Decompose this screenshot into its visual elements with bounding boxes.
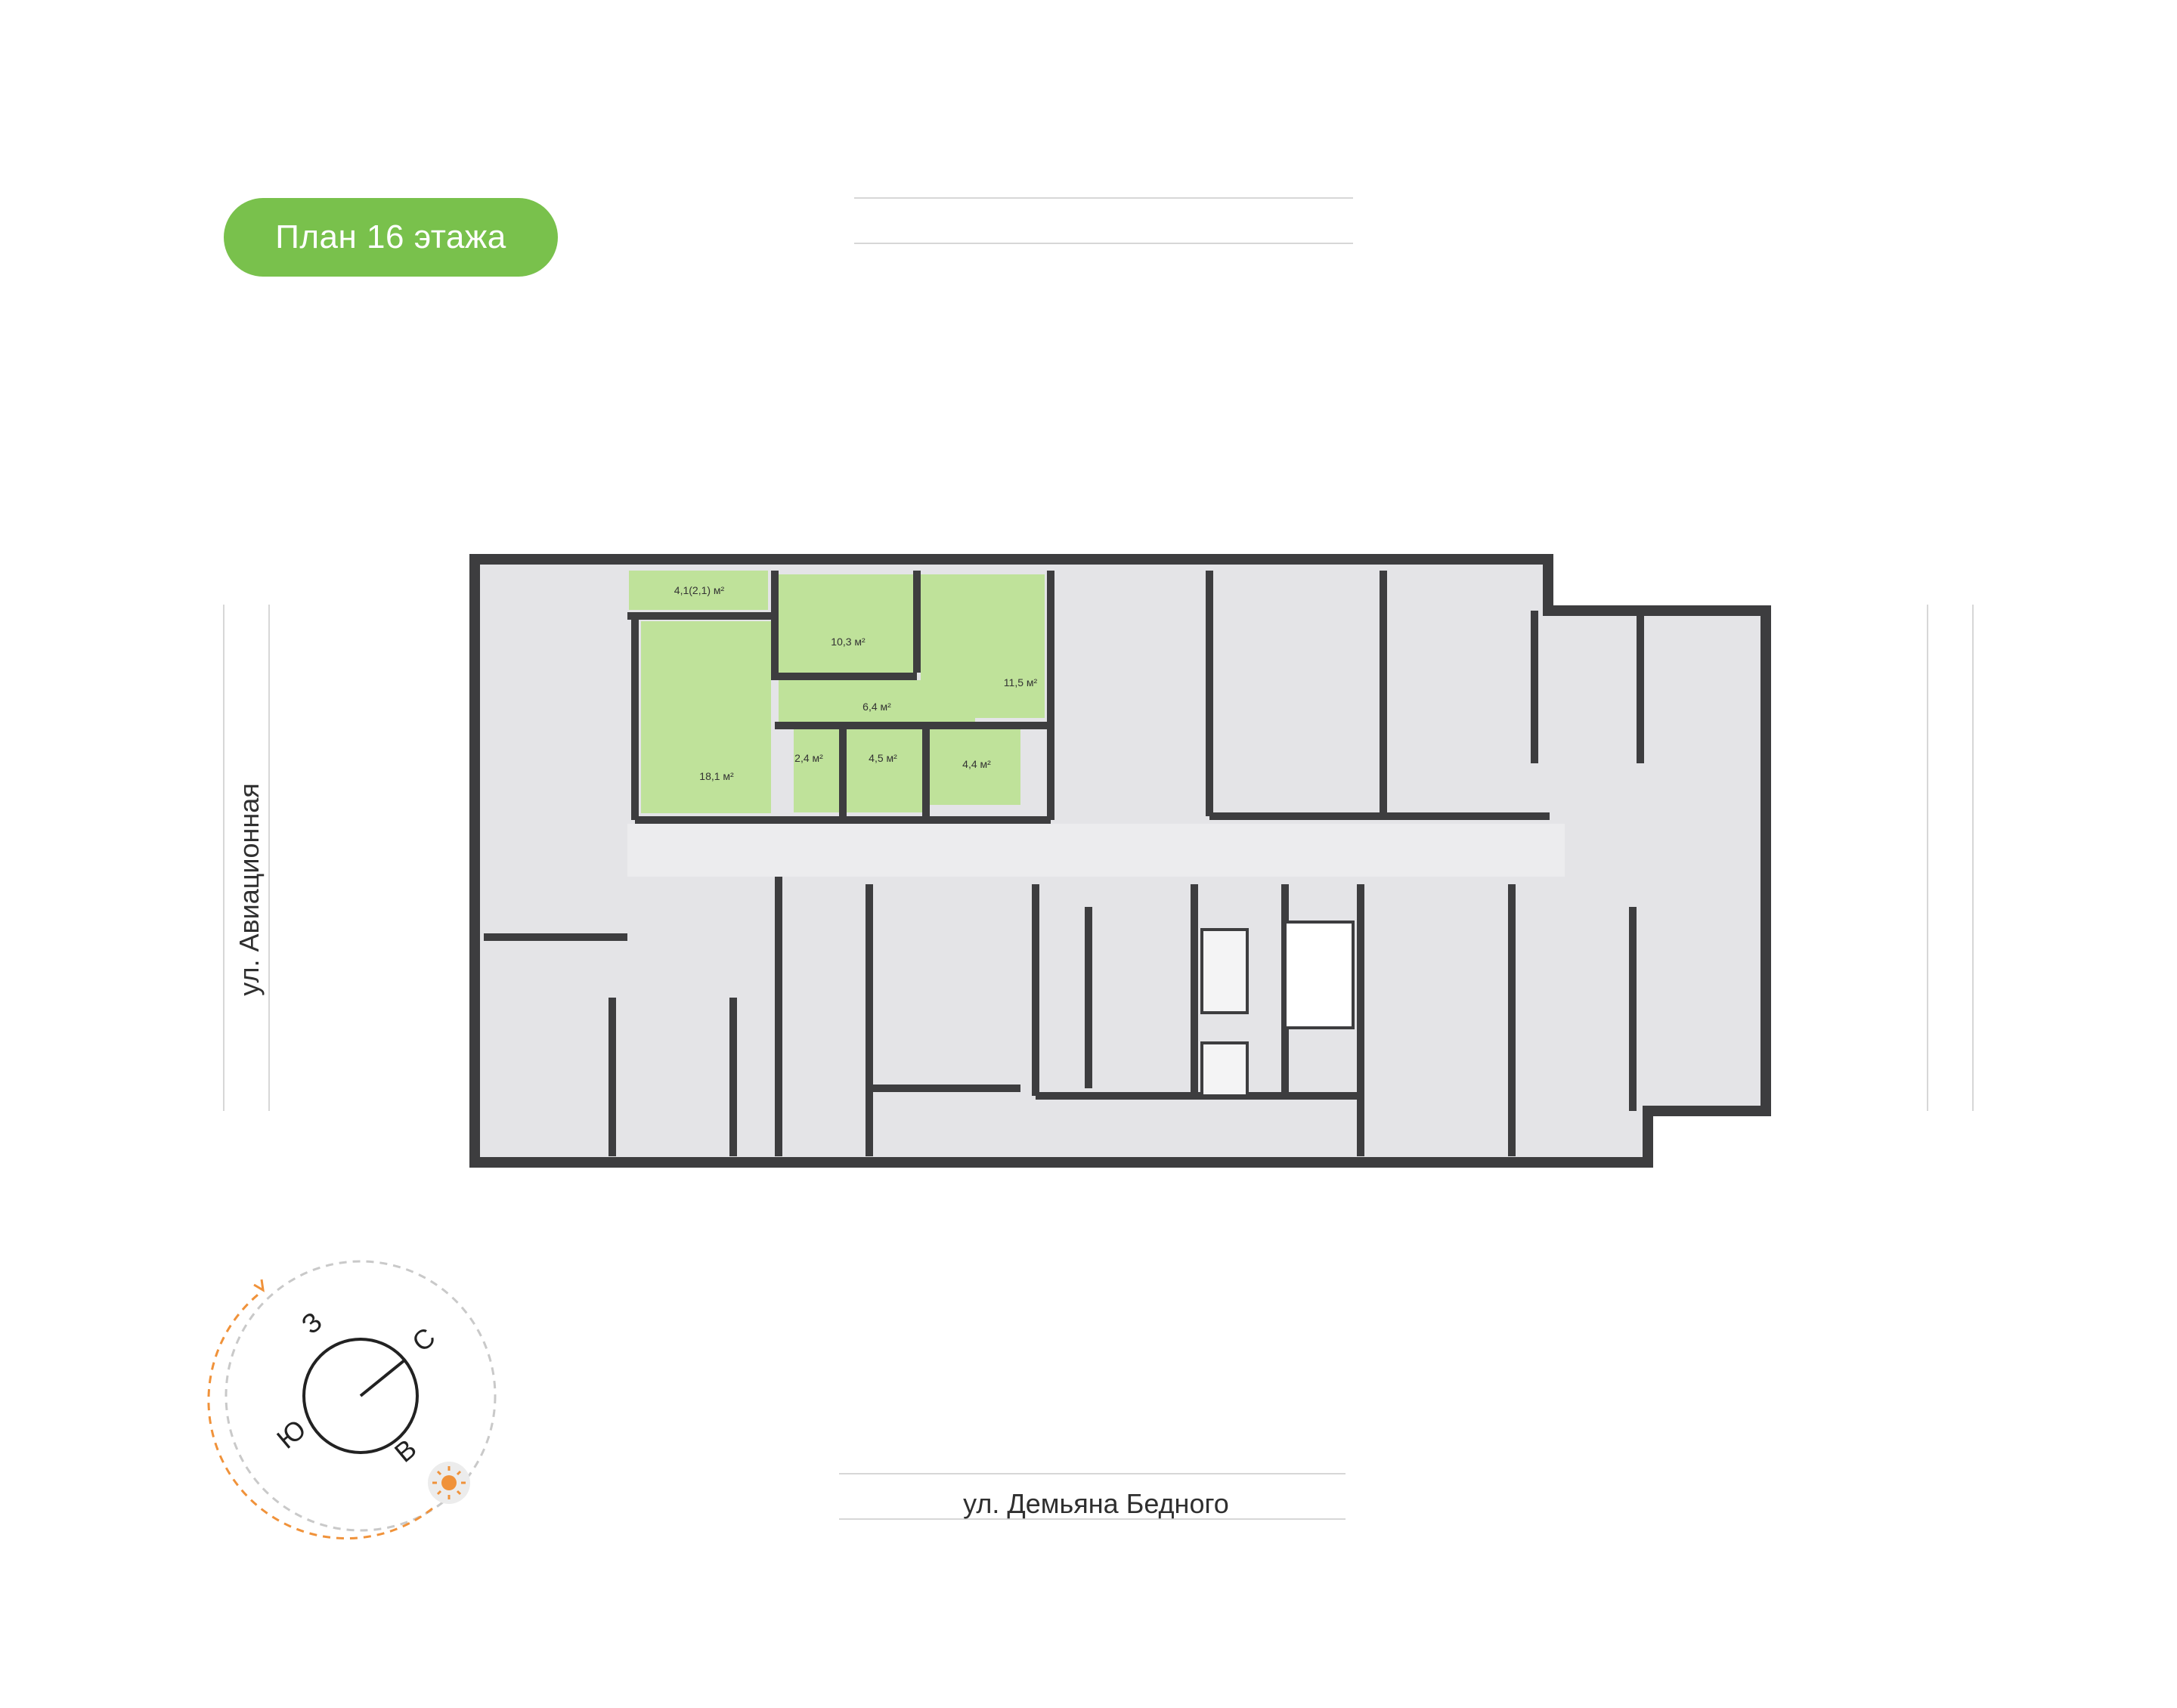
room-corridor: [847, 729, 922, 812]
highlighted-apartment[interactable]: [629, 571, 1045, 813]
sun-icon: [441, 1475, 457, 1490]
street-label-bottom: ул. Демьяна Бедного: [963, 1488, 1229, 1519]
interior-walls: [484, 571, 1644, 1156]
area-label-balcony: 4,1(2,1) м²: [674, 584, 725, 596]
room-bathroom: [930, 729, 1020, 805]
building: [469, 554, 1771, 1168]
compass: С В Ю З: [207, 1260, 497, 1540]
area-label-hall: 6,4 м²: [862, 701, 891, 713]
sun-path-arrow: [253, 1279, 265, 1292]
floor-title-badge: План 16 этажа: [224, 198, 558, 277]
compass-dial: [302, 1338, 419, 1454]
room-balcony: [629, 571, 768, 610]
street-guides: [223, 197, 1974, 1520]
compass-needle: [359, 1359, 406, 1397]
compass-north: С: [406, 1321, 441, 1357]
sun-rays-icon: [432, 1466, 466, 1499]
compass-east: В: [389, 1433, 423, 1468]
area-labels: 4,1(2,1) м² 10,3 м² 11,5 м² 6,4 м² 18,1 …: [674, 584, 1038, 782]
common-corridor: [627, 824, 1565, 877]
street-label-left: ул. Авиационная: [234, 783, 265, 996]
compass-west: З: [296, 1306, 328, 1340]
sun-path-circle: [225, 1260, 497, 1532]
room-hall: [779, 680, 975, 726]
stair-core: [1200, 921, 1355, 1097]
room-wc: [794, 729, 839, 812]
area-label-bedroom-2: 11,5 м²: [1004, 676, 1038, 688]
room-bedroom-1: [779, 574, 913, 673]
area-label-corridor: 4,5 м²: [869, 752, 897, 764]
area-label-bathroom: 4,4 м²: [962, 758, 991, 770]
compass-south: Ю: [271, 1413, 311, 1455]
area-label-living-kitchen: 18,1 м²: [699, 770, 734, 782]
area-label-bedroom-1: 10,3 м²: [831, 636, 866, 648]
area-label-wc: 2,4 м²: [794, 752, 823, 764]
room-living-kitchen: [641, 621, 771, 813]
